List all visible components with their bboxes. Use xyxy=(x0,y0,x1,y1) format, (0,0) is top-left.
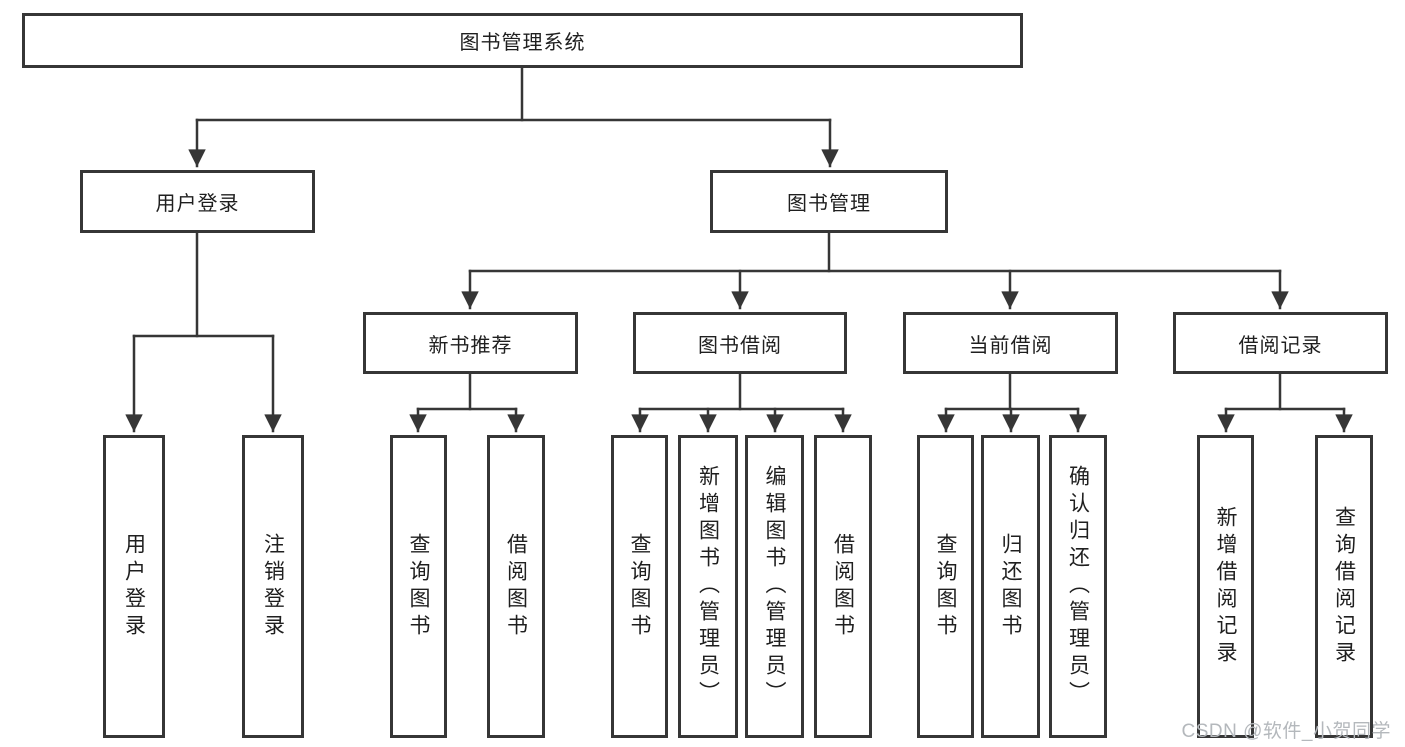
leaf-add-borrow-record: 新增借阅记录 xyxy=(1197,435,1254,738)
leaf-edit-books-admin: 编辑图书（管理员） xyxy=(745,435,804,738)
node-book-management: 图书管理 xyxy=(710,170,948,233)
leaf-add-books-admin: 新增图书（管理员） xyxy=(678,435,738,738)
leaf-query-borrow-record: 查询借阅记录 xyxy=(1315,435,1373,738)
node-borrow-records: 借阅记录 xyxy=(1173,312,1388,374)
leaf-borrow-books: 借阅图书 xyxy=(487,435,545,738)
leaf-borrow-books: 借阅图书 xyxy=(814,435,872,738)
leaf-return-books: 归还图书 xyxy=(981,435,1040,738)
leaf-query-books: 查询图书 xyxy=(390,435,447,738)
leaf-label: 借阅图书 xyxy=(831,532,855,641)
leaf-label: 新增借阅记录 xyxy=(1214,505,1237,668)
leaf-label: 查询图书 xyxy=(628,532,651,641)
node-new-book-recommend: 新书推荐 xyxy=(363,312,578,374)
leaf-query-books: 查询图书 xyxy=(611,435,668,738)
leaf-logout: 注销登录 xyxy=(242,435,304,738)
leaf-label: 注销登录 xyxy=(261,532,285,641)
node-user-login: 用户登录 xyxy=(80,170,315,233)
leaf-label: 归还图书 xyxy=(999,532,1022,641)
leaf-label: 新增图书（管理员） xyxy=(696,465,720,708)
leaf-label: 确认归还（管理员） xyxy=(1066,465,1090,708)
node-book-borrow: 图书借阅 xyxy=(633,312,847,374)
leaf-query-books: 查询图书 xyxy=(917,435,974,738)
leaf-label: 编辑图书（管理员） xyxy=(763,465,786,708)
leaf-label: 查询图书 xyxy=(934,532,957,641)
leaf-label: 查询图书 xyxy=(407,532,430,641)
csdn-watermark: CSDN @软件_小贺同学 xyxy=(1181,721,1391,742)
leaf-label: 查询借阅记录 xyxy=(1332,505,1356,668)
leaf-user-login: 用户登录 xyxy=(103,435,165,738)
leaf-label: 用户登录 xyxy=(122,532,146,641)
leaf-label: 借阅图书 xyxy=(504,532,528,641)
leaf-confirm-return-admin: 确认归还（管理员） xyxy=(1049,435,1107,738)
node-root-system: 图书管理系统 xyxy=(22,13,1023,68)
node-current-borrow: 当前借阅 xyxy=(903,312,1118,374)
